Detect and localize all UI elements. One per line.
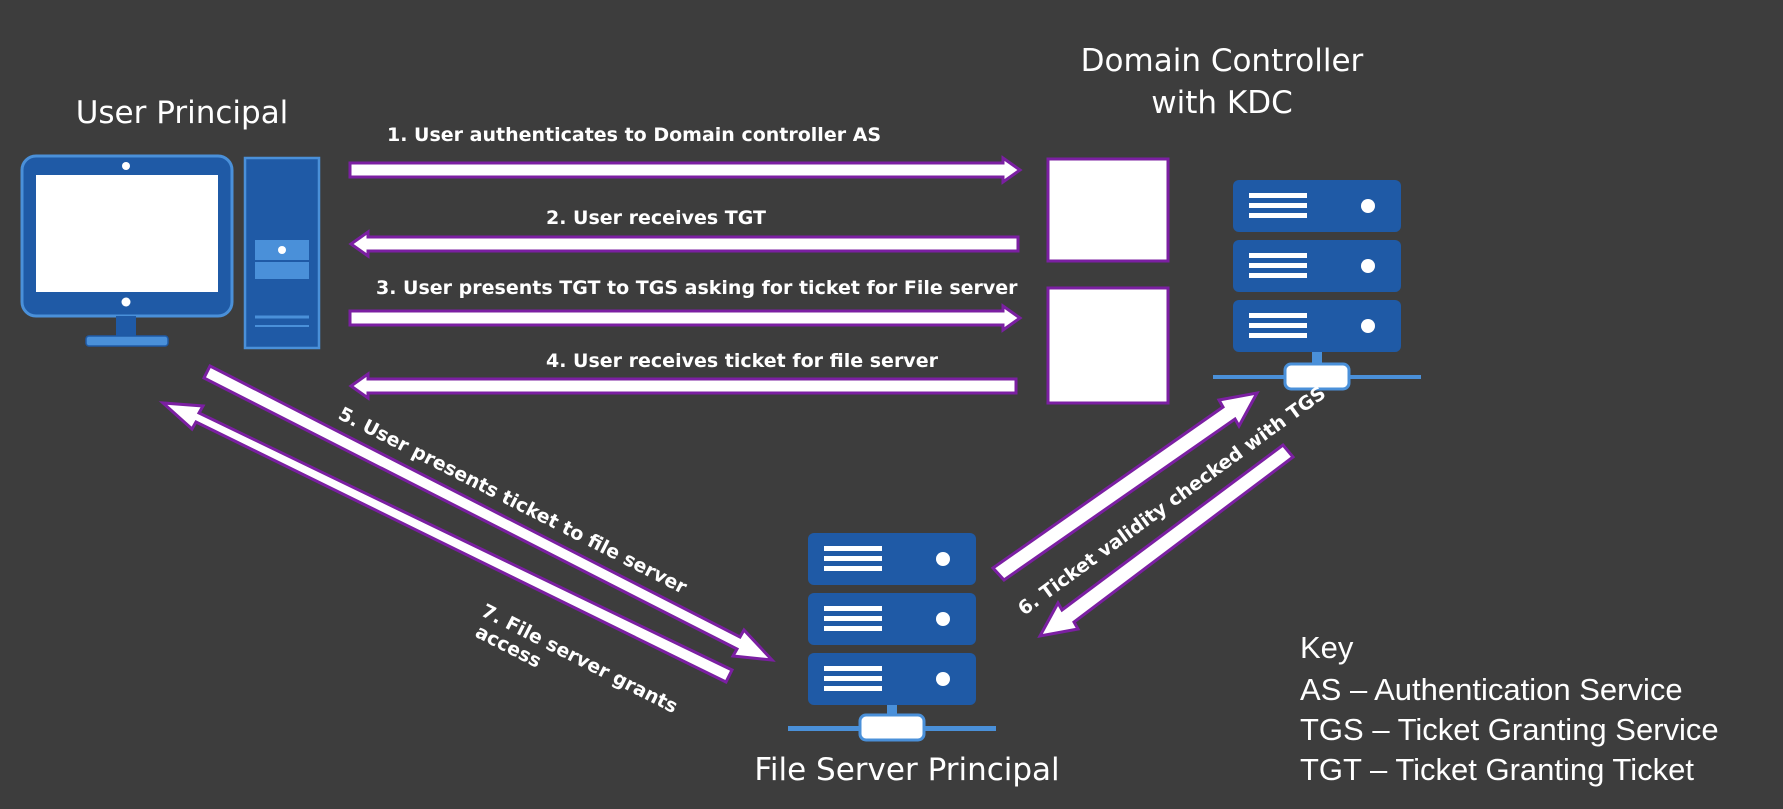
step-1-label: 1. User authenticates to Domain controll…	[387, 124, 881, 146]
legend-title: Key	[1300, 630, 1354, 665]
file-server-icon	[788, 533, 996, 742]
user-principal-label: User Principal	[76, 95, 289, 131]
monitor-icon	[20, 154, 234, 347]
step-2-label: 2. User receives TGT	[546, 207, 766, 229]
legend-entry-tgt: TGT – Ticket Granting Ticket	[1300, 752, 1694, 787]
arrow-step-1	[348, 155, 1023, 185]
legend: Key AS – Authentication Service TGS – Ti…	[1300, 630, 1719, 787]
dc-label-line2: with KDC	[1151, 85, 1292, 121]
arrow-step-7	[158, 401, 735, 685]
arrow-step-6-up	[990, 390, 1260, 582]
arrow-step-3	[348, 303, 1023, 333]
legend-entry-tgs: TGS – Ticket Granting Service	[1300, 712, 1719, 747]
tgs-box	[1046, 286, 1170, 405]
step-6-label: 6. Ticket validity checked with TGS	[1014, 382, 1330, 620]
arrow-step-6-down	[1037, 442, 1296, 639]
file-server-label: File Server Principal	[754, 752, 1059, 788]
domain-controller-server-icon	[1213, 180, 1421, 391]
arrow-step-2	[348, 229, 1020, 259]
as-box	[1046, 157, 1170, 263]
tower-server-icon	[243, 156, 321, 350]
step-3-label: 3. User presents TGT to TGS asking for t…	[376, 277, 1018, 299]
dc-label-line1: Domain Controller	[1081, 43, 1364, 79]
arrow-step-5	[201, 363, 776, 662]
arrow-step-4	[348, 371, 1018, 401]
step-4-label: 4. User receives ticket for file server	[546, 350, 939, 372]
legend-entry-as: AS – Authentication Service	[1300, 672, 1683, 707]
